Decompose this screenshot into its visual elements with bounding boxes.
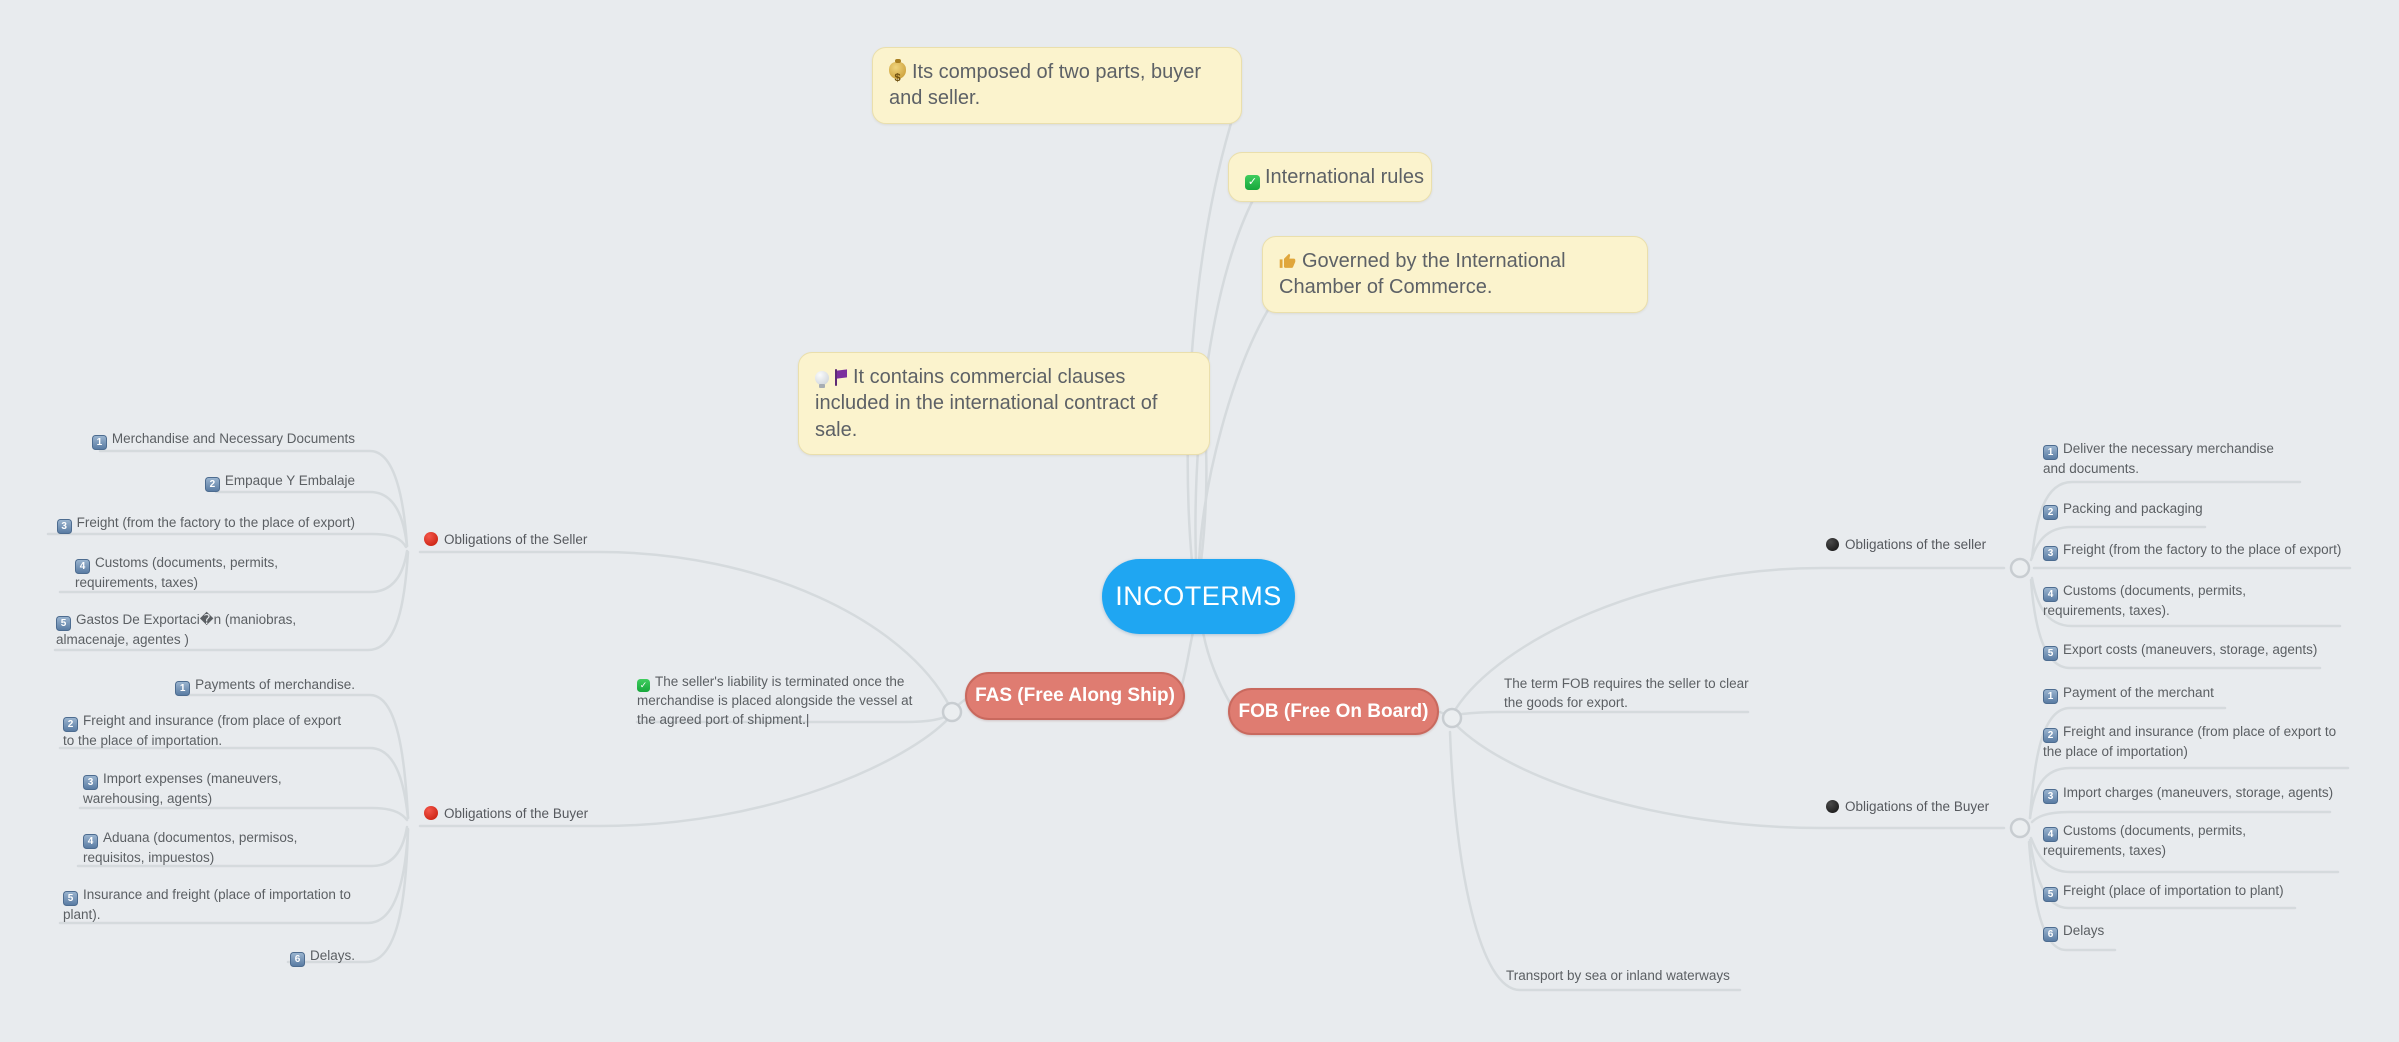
keycap-1-icon: 1: [91, 435, 107, 450]
black-circle-icon: [1826, 800, 1839, 813]
keycap-3-icon: 3: [83, 775, 98, 790]
node-fob[interactable]: FOB (Free On Board): [1228, 688, 1439, 735]
check-icon: [637, 679, 650, 692]
keycap-6-icon: 6: [289, 952, 305, 967]
keycap-4-icon: 4: [2043, 587, 2058, 602]
thumbs-up-icon: [1279, 253, 1296, 268]
keycap-2-icon: 2: [204, 477, 220, 492]
fob-buyer-label[interactable]: Obligations of the Buyer: [1826, 799, 1989, 814]
fas-note[interactable]: The seller's liability is terminated onc…: [637, 673, 921, 729]
money-bag-icon: [889, 59, 906, 79]
black-circle-icon: [1826, 538, 1839, 551]
fas-buyer-label[interactable]: Obligations of the Buyer: [424, 806, 588, 821]
keycap-6-icon: 6: [2043, 927, 2058, 942]
keycap-3-icon: 3: [2043, 789, 2058, 804]
keycap-4-icon: 4: [83, 834, 98, 849]
keycap-3-icon: 3: [56, 519, 72, 534]
keycap-5-icon: 5: [2043, 646, 2058, 661]
red-circle-icon: [424, 532, 438, 546]
keycap-1-icon: 1: [175, 681, 191, 696]
node-fas-label: FAS (Free Along Ship): [975, 685, 1175, 706]
keycap-4-icon: 4: [75, 559, 90, 574]
fob-transport-note[interactable]: Transport by sea or inland waterways: [1506, 968, 1730, 983]
central-node-label: INCOTERMS: [1115, 581, 1282, 611]
fob-note[interactable]: The term FOB requires the seller to clea…: [1504, 676, 1749, 710]
keycap-2-icon: 2: [2043, 505, 2058, 520]
fas-note-text: The seller's liability is terminated onc…: [637, 674, 913, 727]
note-text: Governed by the International Chamber of…: [1279, 250, 1566, 299]
note-international-rules[interactable]: International rules: [1228, 152, 1432, 203]
red-circle-icon: [424, 806, 438, 820]
node-fas[interactable]: FAS (Free Along Ship): [965, 672, 1185, 720]
keycap-5-icon: 5: [2043, 887, 2058, 902]
fob-seller-label[interactable]: Obligations of the seller: [1826, 537, 1986, 552]
check-icon: [1245, 175, 1260, 190]
keycap-2-icon: 2: [2043, 728, 2058, 743]
keycap-4-icon: 4: [2043, 827, 2058, 842]
keycap-1-icon: 1: [2043, 445, 2058, 460]
note-two-parts[interactable]: Its composed of two parts, buyer and sel…: [872, 47, 1242, 124]
note-text: International rules: [1265, 166, 1424, 188]
purple-flag-icon: [833, 369, 848, 386]
keycap-1-icon: 1: [2043, 689, 2058, 704]
node-fob-label: FOB (Free On Board): [1238, 700, 1429, 722]
note-governed-by-icc[interactable]: Governed by the International Chamber of…: [1262, 236, 1648, 313]
note-commercial-clauses[interactable]: It contains commercial clauses included …: [798, 352, 1210, 456]
light-bulb-icon: [815, 371, 829, 388]
note-text: Its composed of two parts, buyer and sel…: [889, 61, 1202, 110]
keycap-2-icon: 2: [63, 717, 78, 732]
keycap-3-icon: 3: [2043, 546, 2058, 561]
keycap-5-icon: 5: [56, 616, 71, 631]
fas-seller-label[interactable]: Obligations of the Seller: [424, 532, 587, 547]
central-node-incoterms[interactable]: INCOTERMS: [1102, 559, 1295, 634]
note-text: It contains commercial clauses included …: [815, 366, 1158, 441]
keycap-5-icon: 5: [63, 891, 78, 906]
